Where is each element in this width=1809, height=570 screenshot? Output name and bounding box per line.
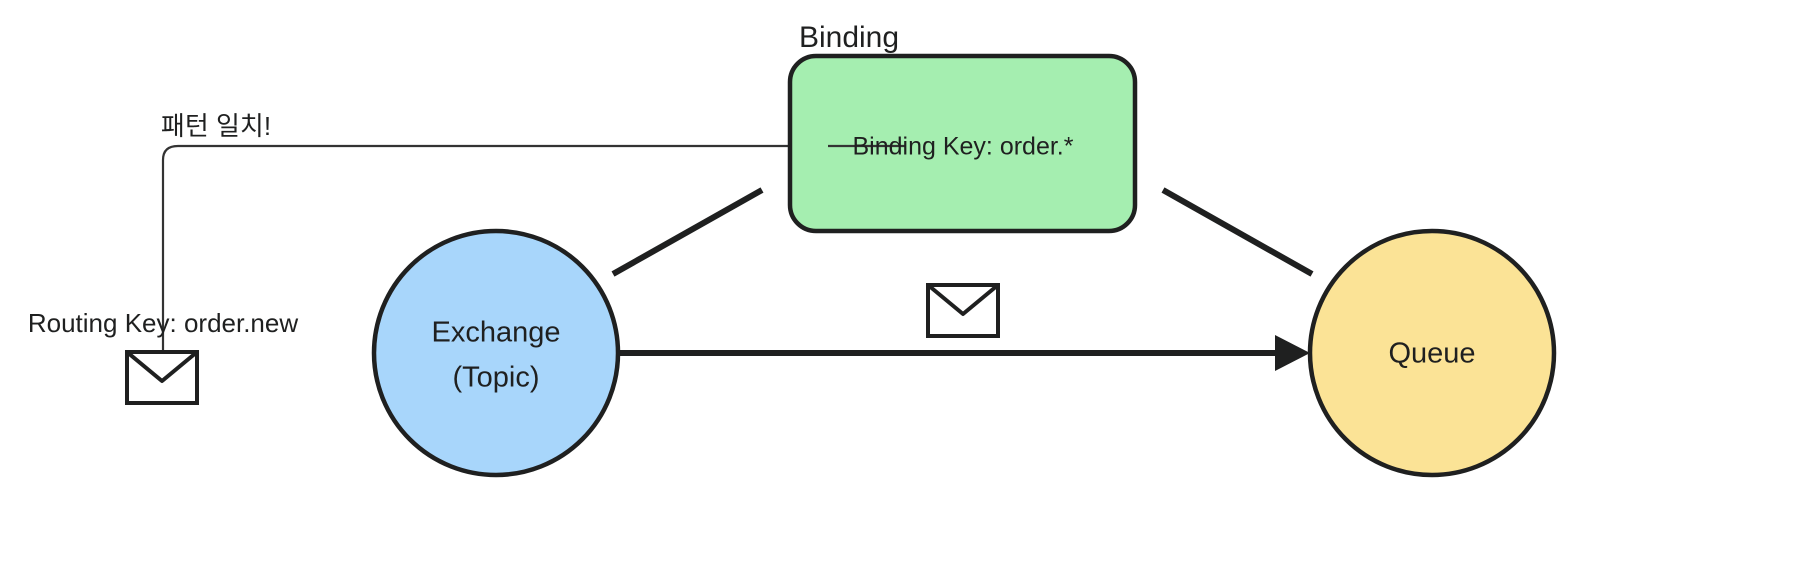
binding-key-label: Binding Key: order.* (853, 133, 1074, 161)
routing-key-label: Routing Key: order.new (28, 308, 298, 338)
binding-title-label: Binding (799, 21, 899, 54)
exchange-label-line1: Exchange (432, 317, 561, 349)
envelope-icon (926, 283, 1000, 338)
envelope-icon (125, 350, 199, 405)
node-queue[interactable]: Queue (1307, 228, 1557, 478)
queue-label: Queue (1388, 338, 1475, 370)
node-exchange[interactable]: Exchange (Topic) (371, 228, 621, 478)
edge-routingkey-to-binding (161, 144, 907, 354)
exchange-label-line2: (Topic) (452, 362, 539, 394)
node-binding[interactable]: Binding Key: order.* (787, 53, 1138, 234)
pattern-match-label: 패턴 일치! (161, 111, 271, 141)
edge-exchange-to-queue (620, 335, 1310, 371)
edge-exchange-to-binding (611, 187, 764, 277)
edge-binding-to-queue (1161, 187, 1314, 277)
